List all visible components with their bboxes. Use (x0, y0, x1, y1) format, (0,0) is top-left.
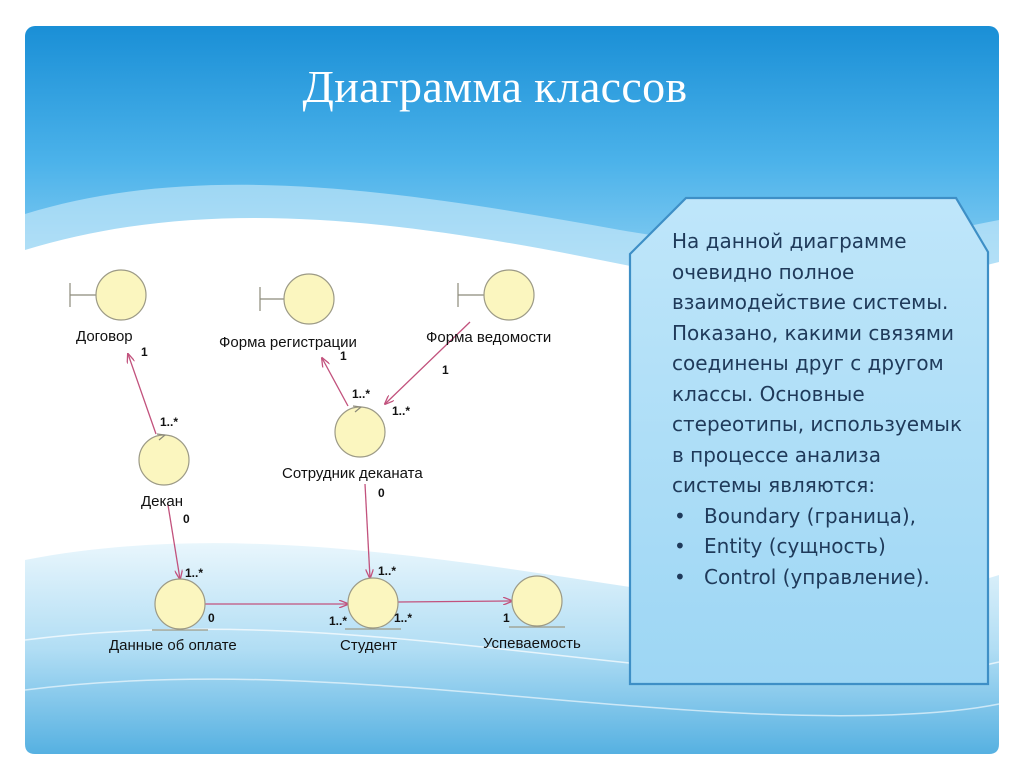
label-forma-registracii: Форма регистрации (219, 334, 357, 351)
link-sotrudnik-forma-registracii (322, 358, 349, 407)
mult-student-from-sotrudnik: 1..* (378, 564, 396, 578)
mult-sotrudnik-to-forma-reg: 1..* (352, 387, 370, 401)
label-sotrudnik-dekanata: Сотрудник деканата (282, 465, 423, 482)
bottom-wave-lines-2 (24, 678, 1000, 717)
mult-oplata-0: 0 (208, 611, 215, 625)
class-dekan[interactable] (138, 433, 190, 486)
mult-oplata-from-dekan: 1..* (185, 566, 203, 580)
stereotype-list: Boundary (граница), Entity (сущность) Co… (672, 501, 972, 593)
label-uspevaemost: Успеваемость (483, 635, 581, 652)
mult-forma-registracii-1: 1 (340, 349, 347, 363)
bottom-wave (25, 543, 999, 754)
note-text: На данной диаграмме очевидно полное взаи… (672, 226, 972, 592)
mult-dekan-0: 0 (183, 512, 190, 526)
link-dekan-oplata (167, 504, 180, 579)
slide-title: Диаграмма классов (302, 61, 688, 112)
label-student: Студент (340, 637, 397, 654)
mult-student-to-uspev: 1..* (394, 611, 412, 625)
class-student[interactable] (345, 577, 401, 630)
mult-dekan-to-dogovor: 1..* (160, 415, 178, 429)
stereotype-boundary: Boundary (граница), (672, 501, 972, 532)
label-dogovor: Договор (76, 328, 133, 345)
link-sotrudnik-student (364, 483, 370, 578)
mult-sotrudnik-from-vedomost: 1..* (392, 404, 410, 418)
mult-forma-vedomosti-1: 1 (442, 363, 449, 377)
link-vedomost-sotrudnik (385, 321, 471, 404)
link-dekan-dogovor (128, 354, 157, 435)
class-dogovor[interactable] (69, 269, 147, 321)
link-student-uspev (397, 601, 512, 602)
mult-student-from-oplata: 1..* (329, 614, 347, 628)
note-paragraph: На данной диаграмме очевидно полное взаи… (672, 229, 963, 497)
mult-dogovor-1: 1 (141, 345, 148, 359)
class-forma-registracii[interactable] (259, 273, 335, 325)
class-uspevaemost[interactable] (509, 575, 565, 628)
class-sotrudnik-dekanata[interactable] (334, 405, 386, 458)
stereotype-entity: Entity (сущность) (672, 531, 972, 562)
mult-uspev-1: 1 (503, 611, 510, 625)
label-dannye-ob-oplate: Данные об оплате (109, 637, 237, 654)
class-dannye-ob-oplate[interactable] (152, 578, 208, 631)
class-forma-vedomosti[interactable] (457, 269, 535, 321)
stereotype-control: Control (управление). (672, 562, 972, 593)
label-forma-vedomosti: Форма ведомости (426, 329, 551, 346)
mult-sotrudnik-0: 0 (378, 486, 385, 500)
label-dekan: Декан (141, 493, 183, 510)
